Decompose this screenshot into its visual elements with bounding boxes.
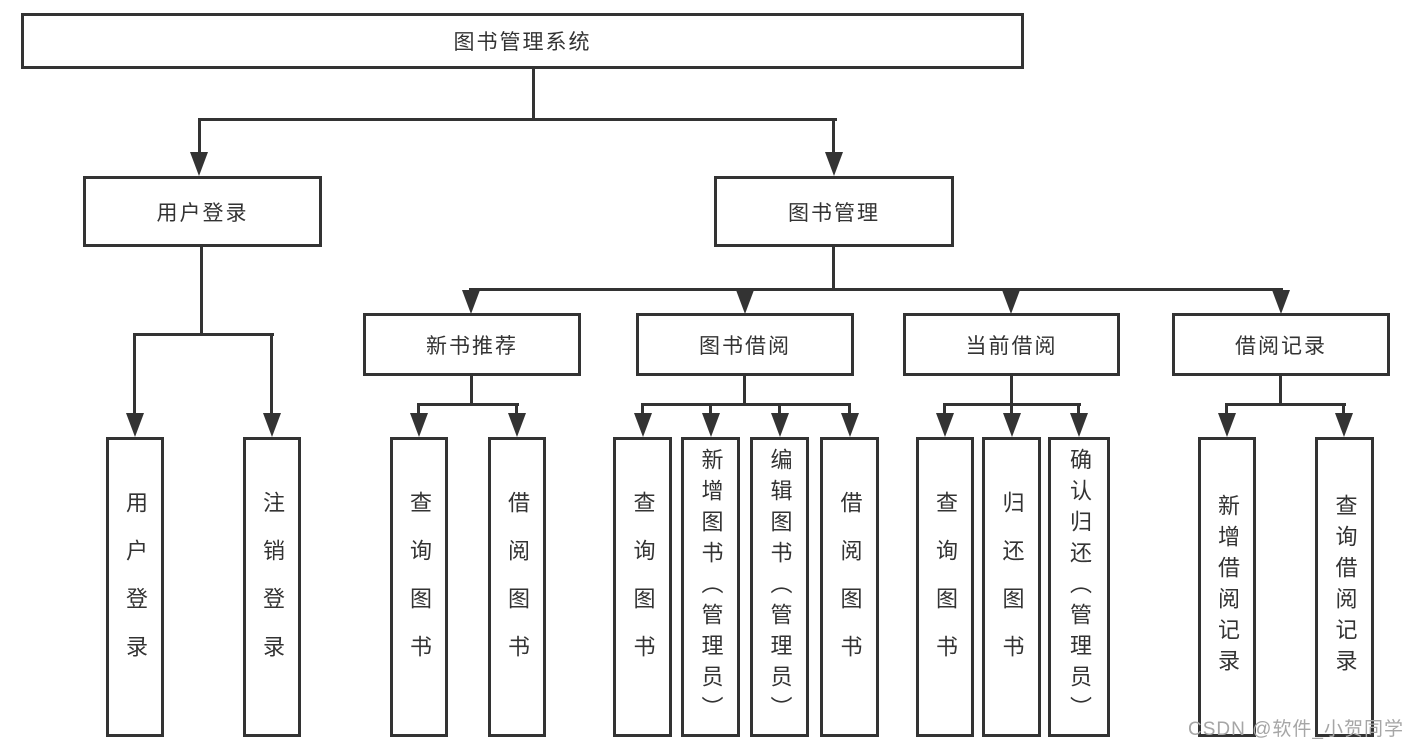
arrow-down-icon	[841, 413, 859, 437]
arrow-down-icon	[1335, 413, 1353, 437]
arrow-down-icon	[462, 290, 480, 314]
arrow-down-icon	[190, 152, 208, 176]
node-current-borrow-label: 当前借阅	[965, 334, 1058, 358]
connector-stub	[470, 374, 473, 406]
connector-horizontal	[1225, 403, 1346, 406]
arrow-down-icon	[936, 413, 954, 437]
node-current-borrow: 当前借阅	[903, 313, 1120, 376]
connector-root-stub	[532, 68, 535, 120]
connector-to-book-management	[832, 118, 835, 154]
leaf-add-borrow-record: 新增借阅记录	[1198, 437, 1256, 737]
node-root: 图书管理系统	[21, 13, 1024, 69]
leaf-return-books: 归还图书	[982, 437, 1041, 737]
connector-leaf	[417, 403, 420, 415]
node-user-login: 用户登录	[83, 176, 322, 247]
arrow-down-icon	[263, 413, 281, 437]
connector-user-login-horizontal	[133, 333, 274, 336]
node-new-book-recommend-label: 新书推荐	[426, 334, 518, 358]
node-book-management-label: 图书管理	[788, 201, 880, 225]
node-root-label: 图书管理系统	[453, 31, 592, 54]
connector-leaf	[1342, 403, 1345, 415]
arrow-down-icon	[126, 413, 144, 437]
arrow-down-icon	[508, 413, 526, 437]
leaf-edit-book-admin: 编辑图书（管理员）	[750, 437, 809, 737]
leaf-query-borrow-record: 查询借阅记录	[1315, 437, 1374, 737]
connector-stub	[1279, 374, 1282, 406]
connector-leaf	[709, 403, 712, 415]
connector-stub	[1010, 374, 1013, 406]
connector-leaf	[133, 333, 136, 414]
connector-user-login-stub	[200, 246, 203, 336]
connector-leaf	[641, 403, 644, 415]
connector-leaf	[1010, 403, 1013, 415]
leaf-confirm-return-admin: 确认归还（管理员）	[1048, 437, 1110, 737]
connector-leaf	[848, 403, 851, 415]
connector-book-management-stub	[832, 245, 835, 291]
arrow-down-icon	[771, 413, 789, 437]
node-user-login-label: 用户登录	[156, 201, 249, 225]
arrow-down-icon	[1002, 290, 1020, 314]
leaf-add-book-admin: 新增图书（管理员）	[681, 437, 740, 737]
connector-stub	[743, 374, 746, 406]
arrow-down-icon	[634, 413, 652, 437]
arrow-down-icon	[1003, 413, 1021, 437]
arrow-down-icon	[702, 413, 720, 437]
node-borrow-records: 借阅记录	[1172, 313, 1390, 376]
node-book-borrow: 图书借阅	[636, 313, 854, 376]
connector-leaf	[943, 403, 946, 415]
leaf-user-login: 用户登录	[106, 437, 164, 737]
leaf-query-books-current: 查询图书	[916, 437, 974, 737]
node-new-book-recommend: 新书推荐	[363, 313, 581, 376]
connector-to-user-login	[198, 118, 201, 154]
node-borrow-records-label: 借阅记录	[1235, 334, 1327, 358]
connector-leaf	[270, 333, 273, 414]
arrow-down-icon	[1272, 290, 1290, 314]
node-book-borrow-label: 图书借阅	[699, 334, 791, 358]
connector-horizontal	[417, 403, 519, 406]
arrow-down-icon	[1218, 413, 1236, 437]
arrow-down-icon	[1070, 413, 1088, 437]
connector-leaf	[1077, 403, 1080, 415]
arrow-down-icon	[736, 290, 754, 314]
leaf-borrow-books: 借阅图书	[820, 437, 879, 737]
leaf-borrow-books-recommend: 借阅图书	[488, 437, 546, 737]
node-book-management: 图书管理	[714, 176, 954, 247]
arrow-down-icon	[410, 413, 428, 437]
leaf-query-books-borrow: 查询图书	[613, 437, 672, 737]
leaf-query-books-recommend: 查询图书	[390, 437, 448, 737]
connector-book-management-horizontal	[469, 288, 1283, 291]
connector-leaf	[1225, 403, 1228, 415]
connector-leaf	[515, 403, 518, 415]
watermark: CSDN @软件_小贺同学	[1188, 719, 1404, 740]
arrow-down-icon	[825, 152, 843, 176]
leaf-logout-login: 注销登录	[243, 437, 301, 737]
connector-horizontal	[641, 403, 851, 406]
connector-root-horizontal	[198, 118, 837, 121]
connector-leaf	[778, 403, 781, 415]
